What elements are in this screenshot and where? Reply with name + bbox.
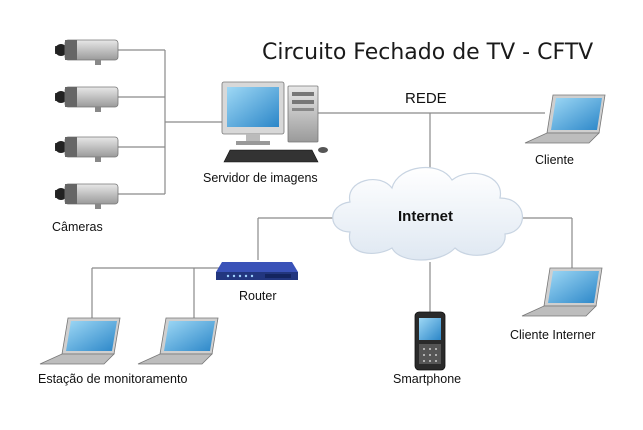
camera-icon [55, 136, 119, 162]
monitoring-label: Estação de monitoramento [38, 372, 188, 386]
router-icon [216, 262, 298, 280]
server-computer-icon [221, 81, 328, 163]
camera-icon [55, 39, 119, 65]
smartphone-label: Smartphone [393, 372, 462, 386]
camera-icon [55, 86, 119, 112]
connection-lines [91, 49, 573, 318]
client-label: Cliente [535, 153, 574, 167]
laptop-icon [39, 317, 121, 365]
cameras-label: Câmeras [52, 220, 103, 234]
laptop-icon [137, 317, 219, 365]
diagram-title: Circuito Fechado de TV - CFTV [262, 40, 594, 65]
laptop-icon [521, 267, 603, 317]
laptop-icon [524, 94, 606, 144]
cloud-label: Internet [398, 208, 454, 225]
router-label: Router [239, 289, 277, 303]
smartphone-icon [414, 311, 446, 371]
client-internet-label: Cliente Interner [510, 328, 596, 342]
camera-icon [55, 183, 119, 209]
internet-cloud-icon [332, 166, 523, 261]
server-label: Servidor de imagens [203, 171, 318, 185]
network-label: REDE [405, 90, 447, 107]
